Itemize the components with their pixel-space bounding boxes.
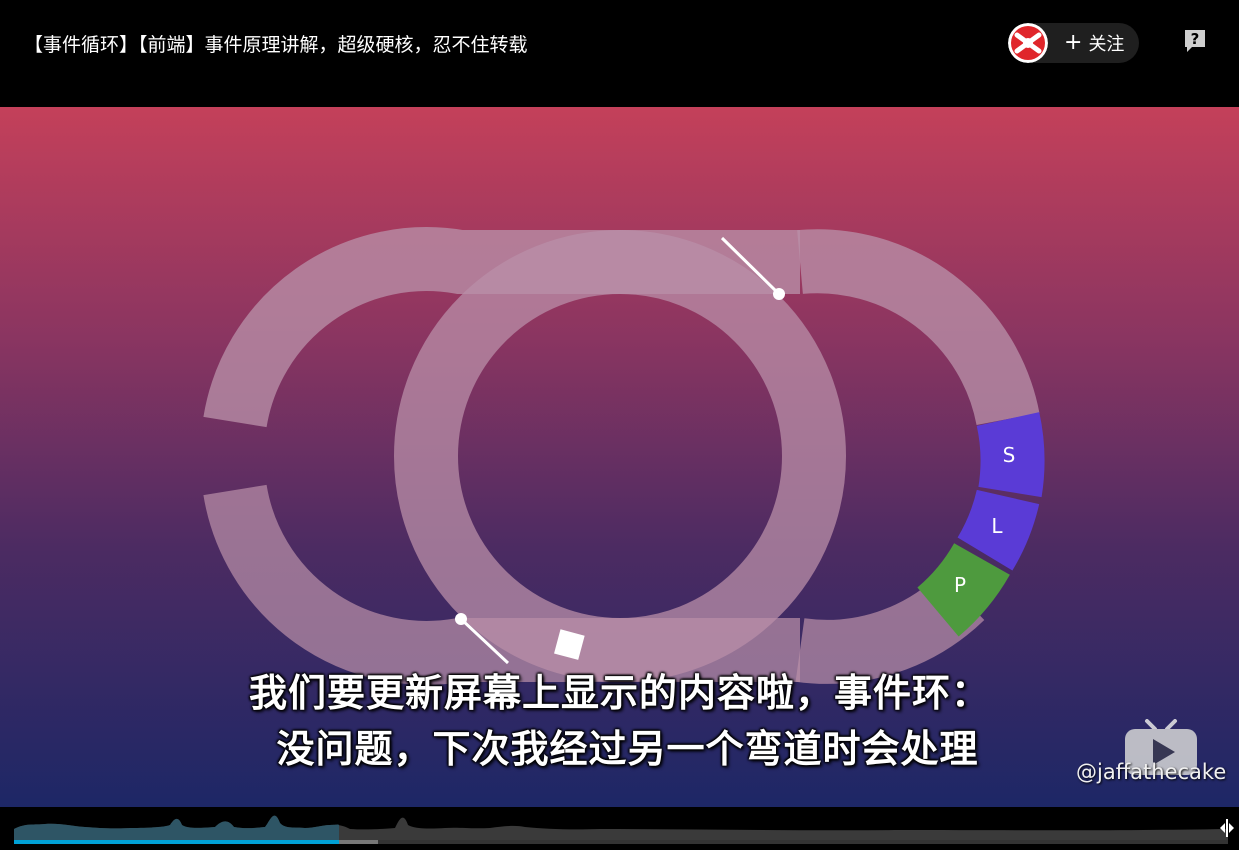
watermark: @jaffathecake [1076, 760, 1227, 784]
video-player[interactable]: S L P 我们要更新屏幕上显示的内容啦，事件环： 没问题，下次我经过另一个弯道… [0, 107, 1239, 807]
left-loop-track-bottom [203, 484, 800, 685]
pointer-top-dot [773, 288, 785, 300]
pointer-bottom-dot [455, 613, 467, 625]
svg-text:?: ? [1191, 30, 1200, 48]
question-icon[interactable]: ? [1182, 28, 1208, 54]
avatar[interactable] [1008, 23, 1048, 63]
pointer-bottom [459, 617, 510, 665]
segment-l [957, 489, 1040, 571]
segment-label-l: L [991, 514, 1003, 538]
pointer-top [720, 236, 781, 296]
left-loop-track-top [203, 227, 800, 428]
subtitles: 我们要更新屏幕上显示的内容啦，事件环： 没问题，下次我经过另一个弯道时会处理 [0, 665, 1239, 777]
segment-s [976, 412, 1045, 498]
video-title: 【事件循环】【前端】事件原理讲解，超级硬核，忍不住转载 [24, 34, 528, 56]
event-loop-animation: S L P [203, 227, 1045, 685]
plus-icon: + [1064, 30, 1083, 55]
progress-bar[interactable] [14, 840, 1228, 844]
segment-label-s: S [1003, 443, 1016, 467]
segment-label-p: P [954, 573, 966, 597]
uploader-follow-area: + 关注 [1008, 23, 1139, 63]
top-bar: 【事件循环】【前端】事件原理讲解，超级硬核，忍不住转载 + 关注 ? [0, 0, 1239, 107]
task-square [554, 629, 585, 660]
subtitle-line-1: 我们要更新屏幕上显示的内容啦，事件环： [248, 671, 990, 715]
progress-played [14, 840, 340, 844]
follow-label: 关注 [1088, 34, 1125, 55]
segment-p [916, 542, 1010, 637]
center-circle-track [394, 230, 846, 682]
subtitle-line-2: 没问题，下次我经过另一个弯道时会处理 [276, 727, 979, 771]
follow-button[interactable]: + 关注 [1064, 30, 1124, 56]
heatmap-graph [14, 815, 1228, 840]
right-loop-track-top [797, 229, 1040, 426]
cursor-icon [1220, 817, 1236, 839]
tv-logo-icon [1123, 719, 1199, 777]
player-controls [0, 807, 1239, 850]
